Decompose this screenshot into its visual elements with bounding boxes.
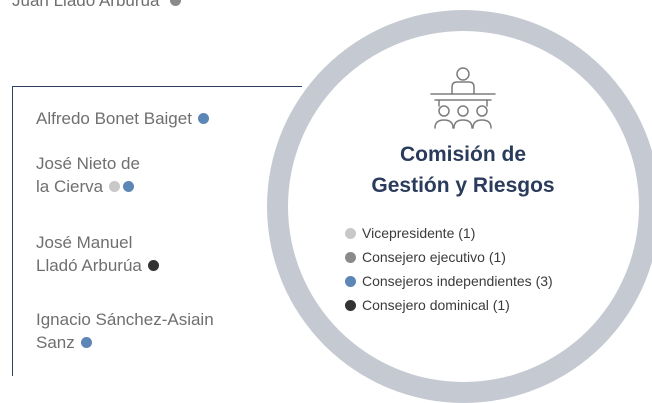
role-dot <box>147 260 159 272</box>
legend-label: Consejeros independientes (3) <box>362 273 553 289</box>
member-name-line: Lladó Arburúa <box>36 256 142 275</box>
member-name-line: Ignacio Sánchez-Asiain <box>36 310 214 329</box>
legend-item: Consejeros independientes (3) <box>345 269 553 293</box>
role-dot <box>109 181 121 193</box>
member-3: José Manuel Lladó Arburúa <box>36 231 159 277</box>
legend-label: Consejero dominical (1) <box>362 297 510 313</box>
legend-dot <box>345 227 356 239</box>
role-dot <box>197 113 209 125</box>
legend-item: Vicepresidente (1) <box>345 221 553 245</box>
committee-circle <box>288 31 639 382</box>
legend-dot <box>345 251 356 263</box>
legend-label: Vicepresidente (1) <box>362 225 476 241</box>
role-dot <box>170 0 182 7</box>
legend: Vicepresidente (1) Consejero ejecutivo (… <box>345 221 553 317</box>
top-member: Juan Lladó Arburúa <box>12 0 182 11</box>
member-2: José Nieto de la Cierva <box>36 152 140 198</box>
member-name-line: José Manuel <box>36 233 133 252</box>
member-name: Juan Lladó Arburúa <box>12 0 160 10</box>
member-name-line: Sanz <box>36 333 75 352</box>
legend-item: Consejero ejecutivo (1) <box>345 245 553 269</box>
committee-title: Gestión y Riesgos <box>371 174 555 197</box>
committee-title: Comisión de <box>399 143 526 166</box>
role-dot <box>123 181 135 193</box>
member-4: Ignacio Sánchez-Asiain Sanz <box>36 308 214 354</box>
meeting-table-icon <box>430 67 496 129</box>
members-bracket <box>12 86 302 376</box>
member-name: Alfredo Bonet Baiget <box>36 109 192 128</box>
member-1: Alfredo Bonet Baiget <box>36 107 209 130</box>
legend-dot <box>345 275 356 287</box>
role-dot <box>80 337 92 349</box>
legend-item: Consejero dominical (1) <box>345 293 553 317</box>
member-name-line: la Cierva <box>36 177 104 196</box>
legend-label: Consejero ejecutivo (1) <box>362 249 506 265</box>
legend-dot <box>345 299 356 311</box>
member-name-line: José Nieto de <box>36 154 140 173</box>
